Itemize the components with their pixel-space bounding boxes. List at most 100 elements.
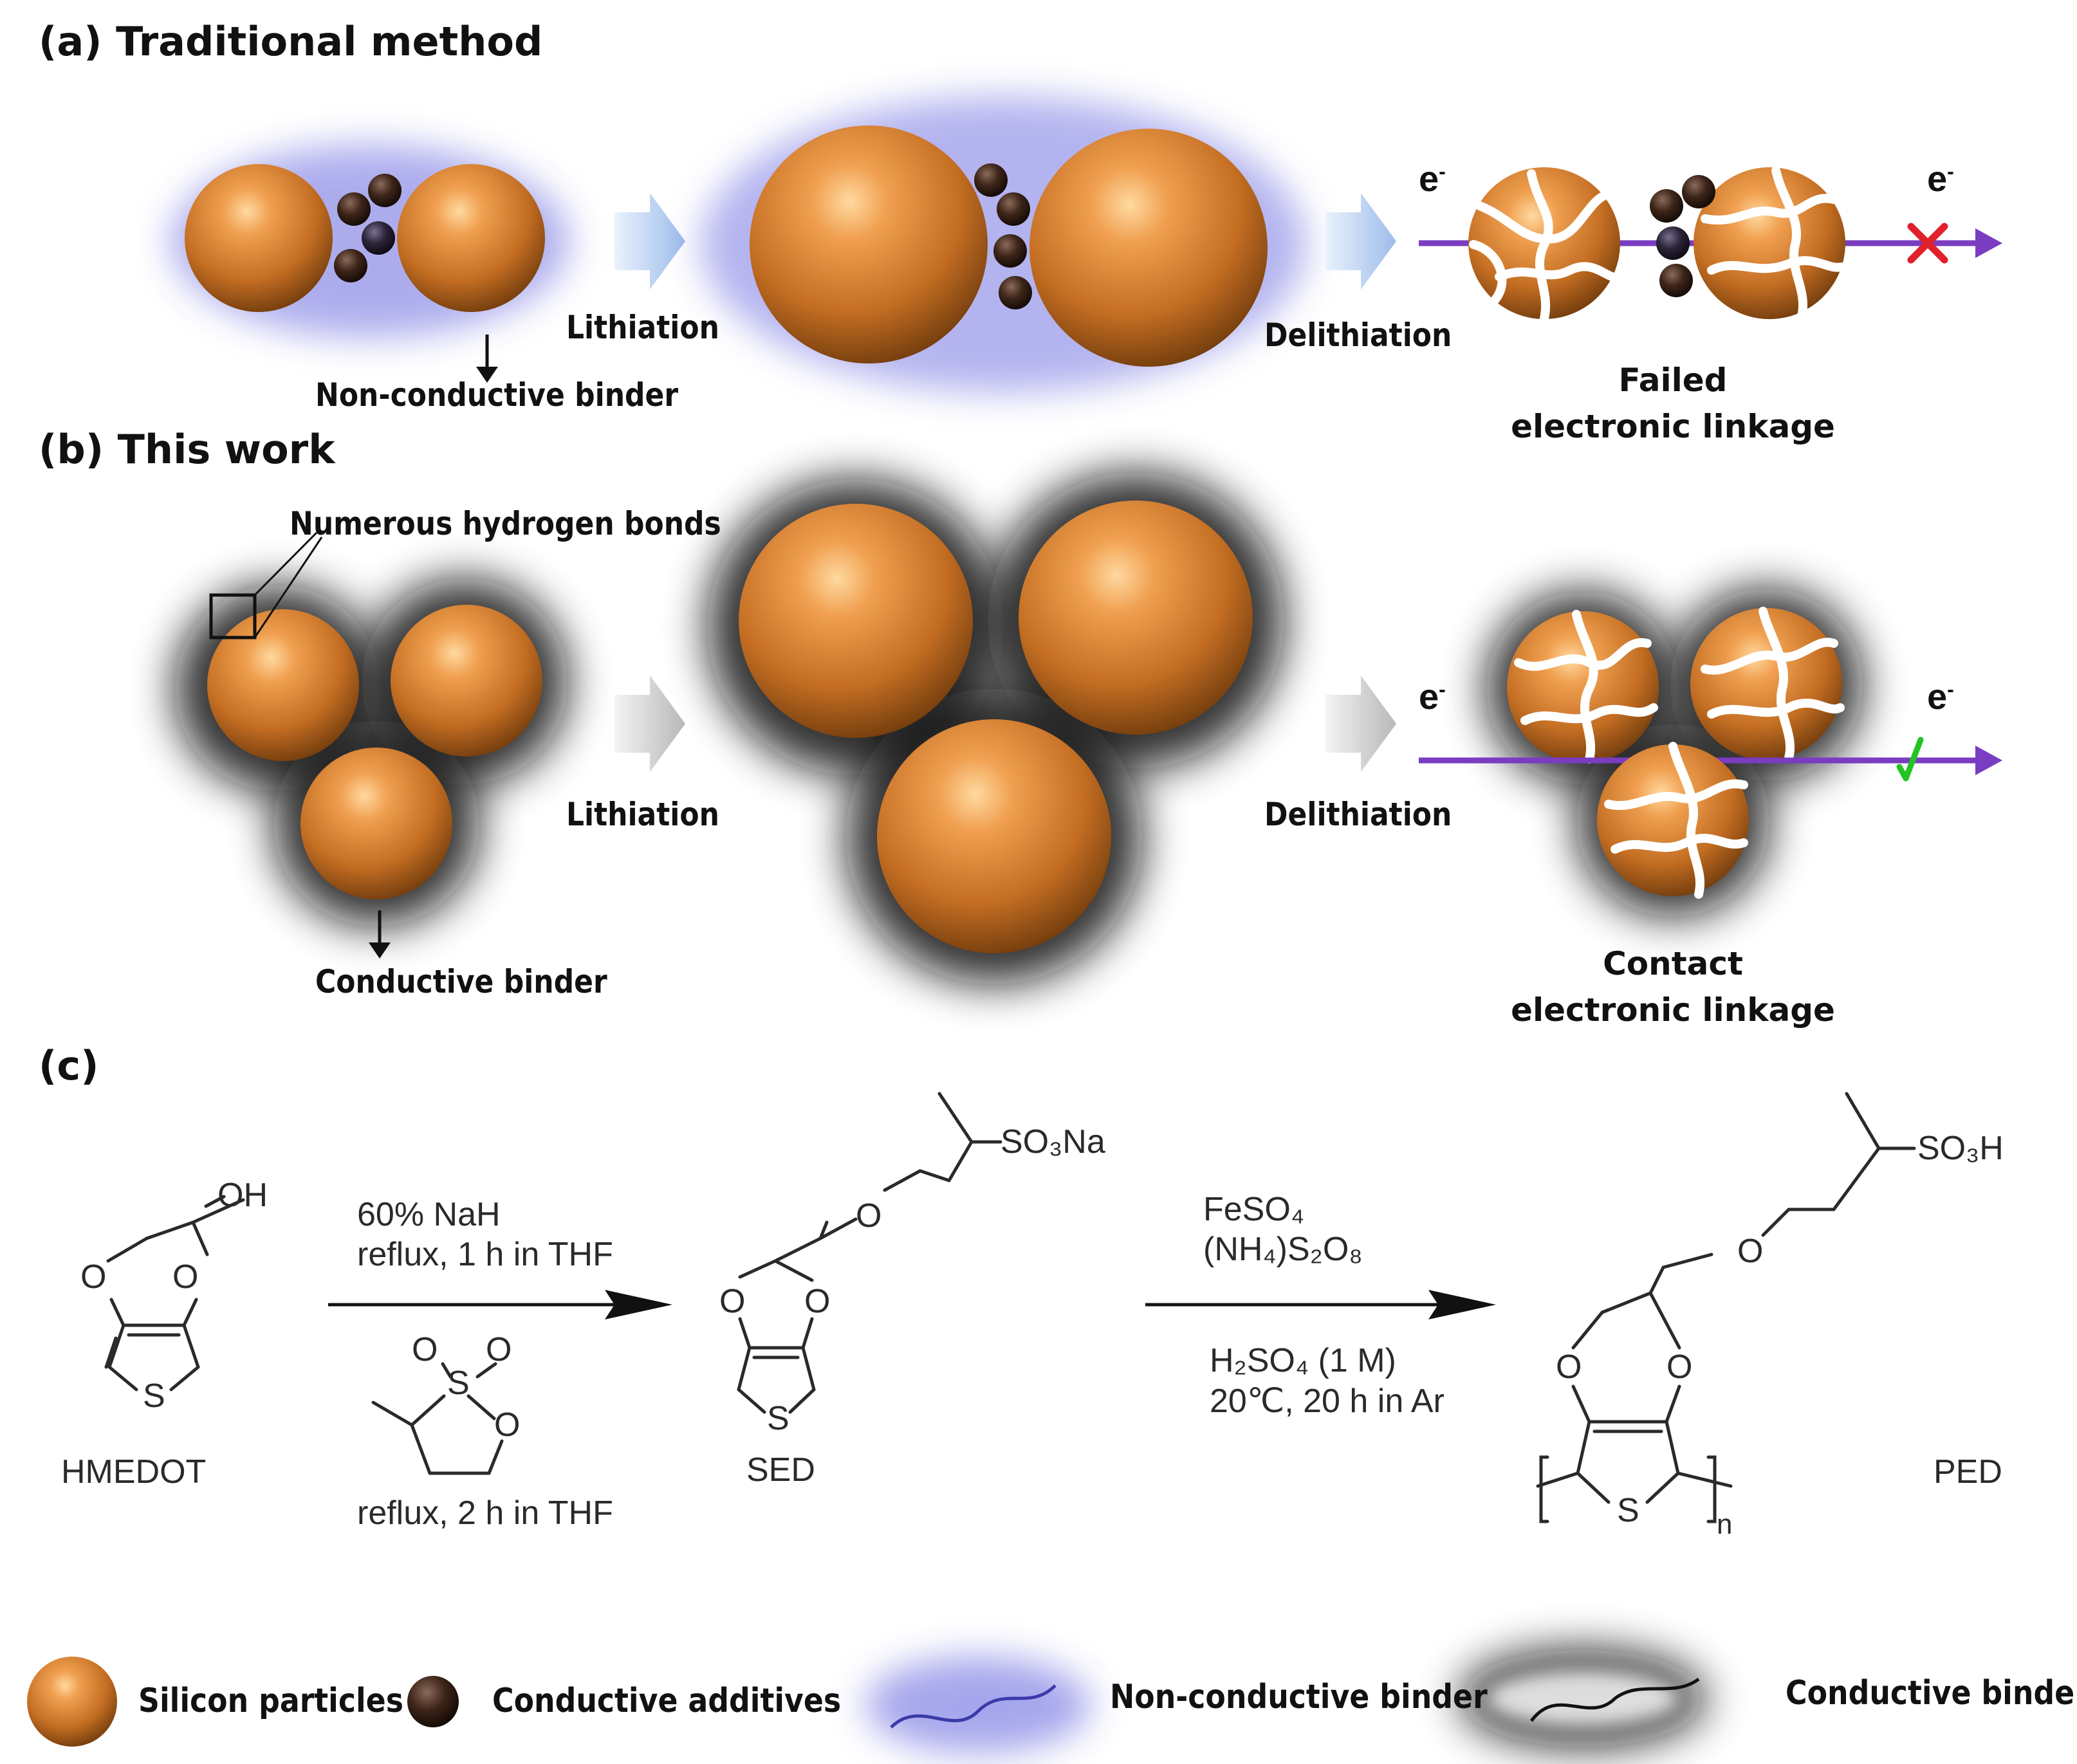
sed-o-right: O [804, 1283, 831, 1320]
hmedot-o-left: O [80, 1258, 107, 1296]
sed-name: SED [746, 1451, 815, 1489]
sultone-structure [371, 1362, 504, 1475]
panel-a-initial [171, 145, 569, 338]
sultone-o-2: O [486, 1331, 512, 1368]
delithiation-arrow-a [1325, 193, 1396, 289]
legend-conductive-line [1529, 1677, 1700, 1722]
fail-x-icon [1907, 223, 1948, 264]
sultone-o-1: O [412, 1331, 438, 1368]
legend-silicon-label: Silicon particles [138, 1682, 403, 1720]
conductive-additive [1659, 264, 1693, 297]
hydrogen-bond-box [209, 593, 257, 639]
legend-nonconductive-line [890, 1684, 1057, 1729]
conductive-additive [1682, 175, 1715, 208]
panel-b-delithiated [1419, 589, 2002, 917]
silicon-particle [750, 125, 988, 363]
step1-condition: reflux, 1 h in THF [357, 1236, 613, 1273]
step2-condition: 20℃, 20 h in Ar [1210, 1383, 1445, 1420]
panel-b-initial [175, 531, 568, 926]
hydrogen-bonds-label: Numerous hydrogen bonds [290, 505, 721, 542]
step1-reagent: 60% NaH [357, 1196, 501, 1233]
cracked-silicon-particle [1597, 744, 1749, 896]
silicon-particle [300, 748, 452, 899]
conductive-binder-label: Conductive binder [315, 963, 607, 1000]
sultone-s: S [447, 1364, 470, 1402]
panel-b-lithiated [708, 473, 1284, 984]
sultone-o-3: O [494, 1406, 521, 1444]
panel-b-pointer [369, 910, 391, 959]
step2-catalyst: FeSO₄ [1203, 1191, 1305, 1228]
ped-o-right: O [1666, 1348, 1693, 1386]
conductive-additive [974, 163, 1008, 197]
silicon-particle [1019, 501, 1253, 735]
circuit-arrowhead [1975, 746, 2002, 775]
delithiation-arrow-b [1325, 675, 1396, 772]
silicon-particle [397, 164, 545, 312]
electron-label-a-right: e- [1927, 158, 1954, 199]
panel-a-pointer [476, 335, 498, 383]
silicon-particle [877, 719, 1111, 953]
ped-s: S [1617, 1492, 1639, 1529]
conductive-additive [362, 221, 395, 255]
panel-c-title: (c) [39, 1042, 99, 1089]
electron-label-b-left: e- [1419, 676, 1446, 717]
sed-s: S [767, 1400, 789, 1437]
conductive-additive [368, 174, 402, 207]
conductive-additive [993, 234, 1027, 268]
silicon-particle [739, 504, 973, 738]
legend-conductive-label: Conductive binder [1786, 1674, 2077, 1713]
legend-additive-swatch [407, 1676, 459, 1727]
ped-structure [1536, 1092, 1916, 1523]
panel-a-lithiated [701, 96, 1306, 392]
sed-o-ether: O [856, 1197, 882, 1235]
contact-linkage-label: Contact electronic linkage [1511, 945, 1835, 1029]
conductive-additive [999, 276, 1032, 309]
conductive-additive [1650, 189, 1683, 223]
hmedot-o-right: O [172, 1258, 199, 1296]
cracked-silicon-particle [1694, 167, 1845, 319]
cracked-silicon-particle [1690, 608, 1842, 760]
legend [27, 1650, 1705, 1753]
conductive-additive [1656, 226, 1690, 260]
silicon-particle [391, 605, 542, 757]
hmedot-oh: OH [217, 1177, 268, 1214]
ped-sulfonic-acid: SO₃H [1917, 1130, 2004, 1167]
legend-additives-label: Conductive additives [492, 1682, 842, 1720]
ped-o-ether: O [1737, 1233, 1764, 1270]
hmedot-s: S [143, 1377, 165, 1415]
electron-label-b-right: e- [1927, 676, 1954, 717]
electron-label-a-left: e- [1419, 158, 1446, 199]
sed-structure [737, 1092, 1002, 1414]
legend-nonconductive-glow [865, 1657, 1091, 1753]
panel-a-title: (a) Traditional method [39, 18, 543, 65]
failed-linkage-label: Failed electronic linkage [1511, 362, 1835, 445]
silicon-particle [1029, 129, 1268, 367]
lithiation-arrow-a [614, 193, 685, 289]
success-check-icon [1896, 737, 1924, 782]
circuit-arrowhead [1975, 228, 2002, 258]
step2-oxidant: (NH₄)S₂O₈ [1203, 1231, 1363, 1268]
delithiation-label-a: Delithiation [1264, 317, 1452, 354]
nonconductive-binder-label: Non-conductive binder [315, 376, 679, 414]
lithiation-label-b: Lithiation [566, 796, 719, 833]
panel-a-delithiated [1419, 166, 2002, 323]
hmedot-structure [104, 1195, 245, 1392]
ped-o-left: O [1556, 1348, 1582, 1386]
conductive-additive [334, 249, 367, 282]
silicon-particle [207, 609, 359, 761]
lithiation-label-a: Lithiation [566, 309, 719, 346]
conductive-additive [337, 192, 371, 226]
sed-o-left: O [719, 1283, 746, 1320]
silicon-particle [185, 164, 333, 312]
panel-b-title: (b) This work [39, 426, 335, 473]
conductive-additive [997, 192, 1030, 226]
step2-acid: H₂SO₄ (1 M) [1210, 1342, 1396, 1379]
sed-sulfonate: SO₃Na [1001, 1123, 1105, 1161]
hmedot-name: HMEDOT [61, 1453, 207, 1491]
legend-nonconductive-label: Non-conductive binder [1110, 1678, 1488, 1716]
step1-condition-2: reflux, 2 h in THF [357, 1494, 613, 1532]
lithiation-arrow-b [614, 675, 685, 772]
legend-silicon-swatch [27, 1657, 117, 1747]
delithiation-label-b: Delithiation [1264, 796, 1452, 833]
